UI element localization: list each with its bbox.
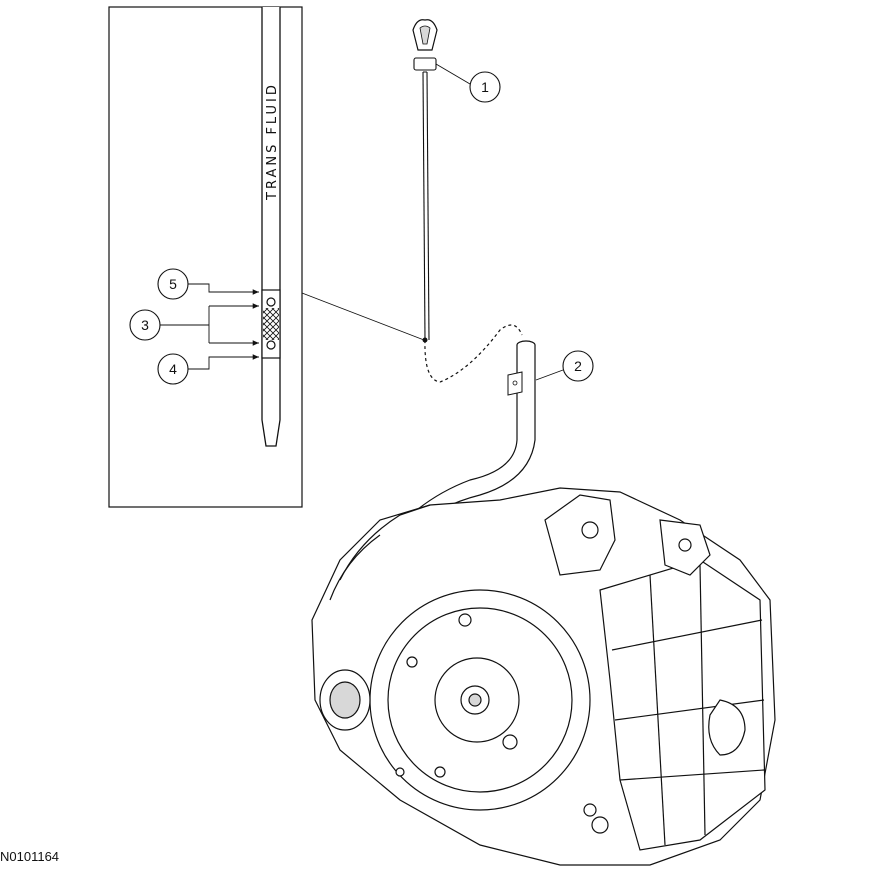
dipstick-blade-enlarged: TRANS FLUID	[261, 7, 281, 447]
callout-2: 2	[535, 350, 594, 382]
callout-4: 4	[157, 353, 259, 385]
callout-1-label: 1	[481, 79, 489, 95]
detail-leader	[301, 292, 425, 341]
dipstick	[412, 19, 523, 383]
detail-inset: TRANS FLUID 5 3 4	[108, 6, 303, 508]
figure-id: N0101164	[0, 849, 60, 864]
lower-hole	[266, 340, 276, 350]
callout-5-label: 5	[169, 276, 177, 292]
crosshatch-area	[263, 308, 279, 340]
callout-3-label: 3	[141, 317, 149, 333]
transaxle	[311, 487, 776, 866]
upper-hole	[266, 297, 276, 307]
callout-3: 3	[129, 303, 259, 346]
callout-1: 1	[435, 63, 501, 103]
inset-frame	[108, 6, 303, 508]
callout-2-label: 2	[574, 358, 582, 374]
oil-pan	[599, 559, 766, 851]
stick-label: TRANS FLUID	[265, 82, 280, 201]
callout-4-label: 4	[169, 361, 177, 377]
dipstick-cap	[413, 57, 437, 71]
callout-5: 5	[157, 268, 259, 300]
